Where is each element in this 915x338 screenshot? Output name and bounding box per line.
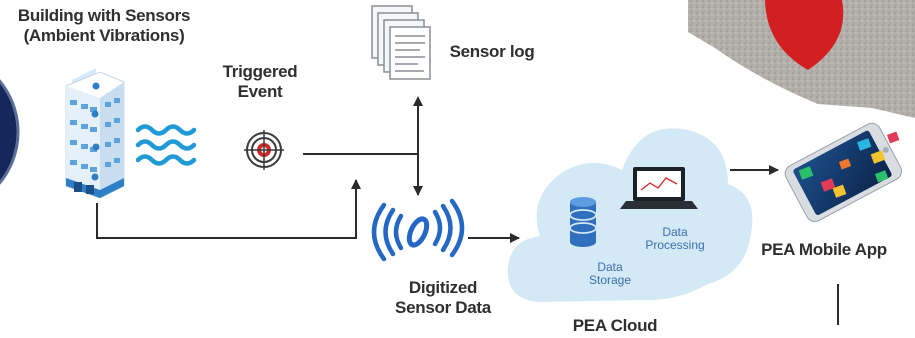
sensor-log-icon <box>371 5 431 80</box>
building-icon <box>65 68 125 199</box>
building-label: Building with Sensors (Ambient Vibration… <box>6 6 202 46</box>
smartphone-icon <box>784 122 903 222</box>
digitized-line2: Sensor Data <box>395 298 491 317</box>
connector-lines <box>96 96 839 325</box>
pea-mobile-app-label: PEA Mobile App <box>744 240 904 260</box>
building-label-line2: (Ambient Vibrations) <box>23 26 185 45</box>
sensor-log-text: Sensor log <box>449 42 535 61</box>
digitized-data-label: Digitized Sensor Data <box>380 278 506 318</box>
globe-icon <box>0 79 20 185</box>
database-icon <box>569 197 597 247</box>
triggered-event-line1: Triggered <box>222 62 298 81</box>
triggered-event-label: Triggered Event <box>210 62 310 102</box>
building-label-line1: Building with Sensors <box>17 6 191 25</box>
digitized-line1: Digitized <box>408 278 478 297</box>
target-icon <box>244 130 284 170</box>
data-storage-line1: Data <box>597 260 623 274</box>
data-storage-line2: Storage <box>588 273 632 287</box>
wireless-sensor-icon <box>371 198 465 262</box>
building-feedback-line <box>96 179 361 239</box>
vibration-waves-icon <box>135 124 197 166</box>
laptop-icon <box>620 167 698 209</box>
cloud-icon <box>507 128 753 302</box>
sensor-log-label: Sensor log <box>438 42 546 62</box>
data-storage-label: Data Storage <box>585 261 635 287</box>
alert-dot-icon <box>765 0 844 70</box>
data-processing-line2: Processing <box>645 238 705 252</box>
pea-cloud-text: PEA Cloud <box>572 316 658 335</box>
pea-mobile-app-text: PEA Mobile App <box>761 240 887 259</box>
data-processing-label: Data Processing <box>639 226 711 252</box>
data-processing-line1: Data <box>662 225 688 239</box>
pea-cloud-label: PEA Cloud <box>560 316 670 336</box>
triggered-event-line2: Event <box>237 82 283 101</box>
